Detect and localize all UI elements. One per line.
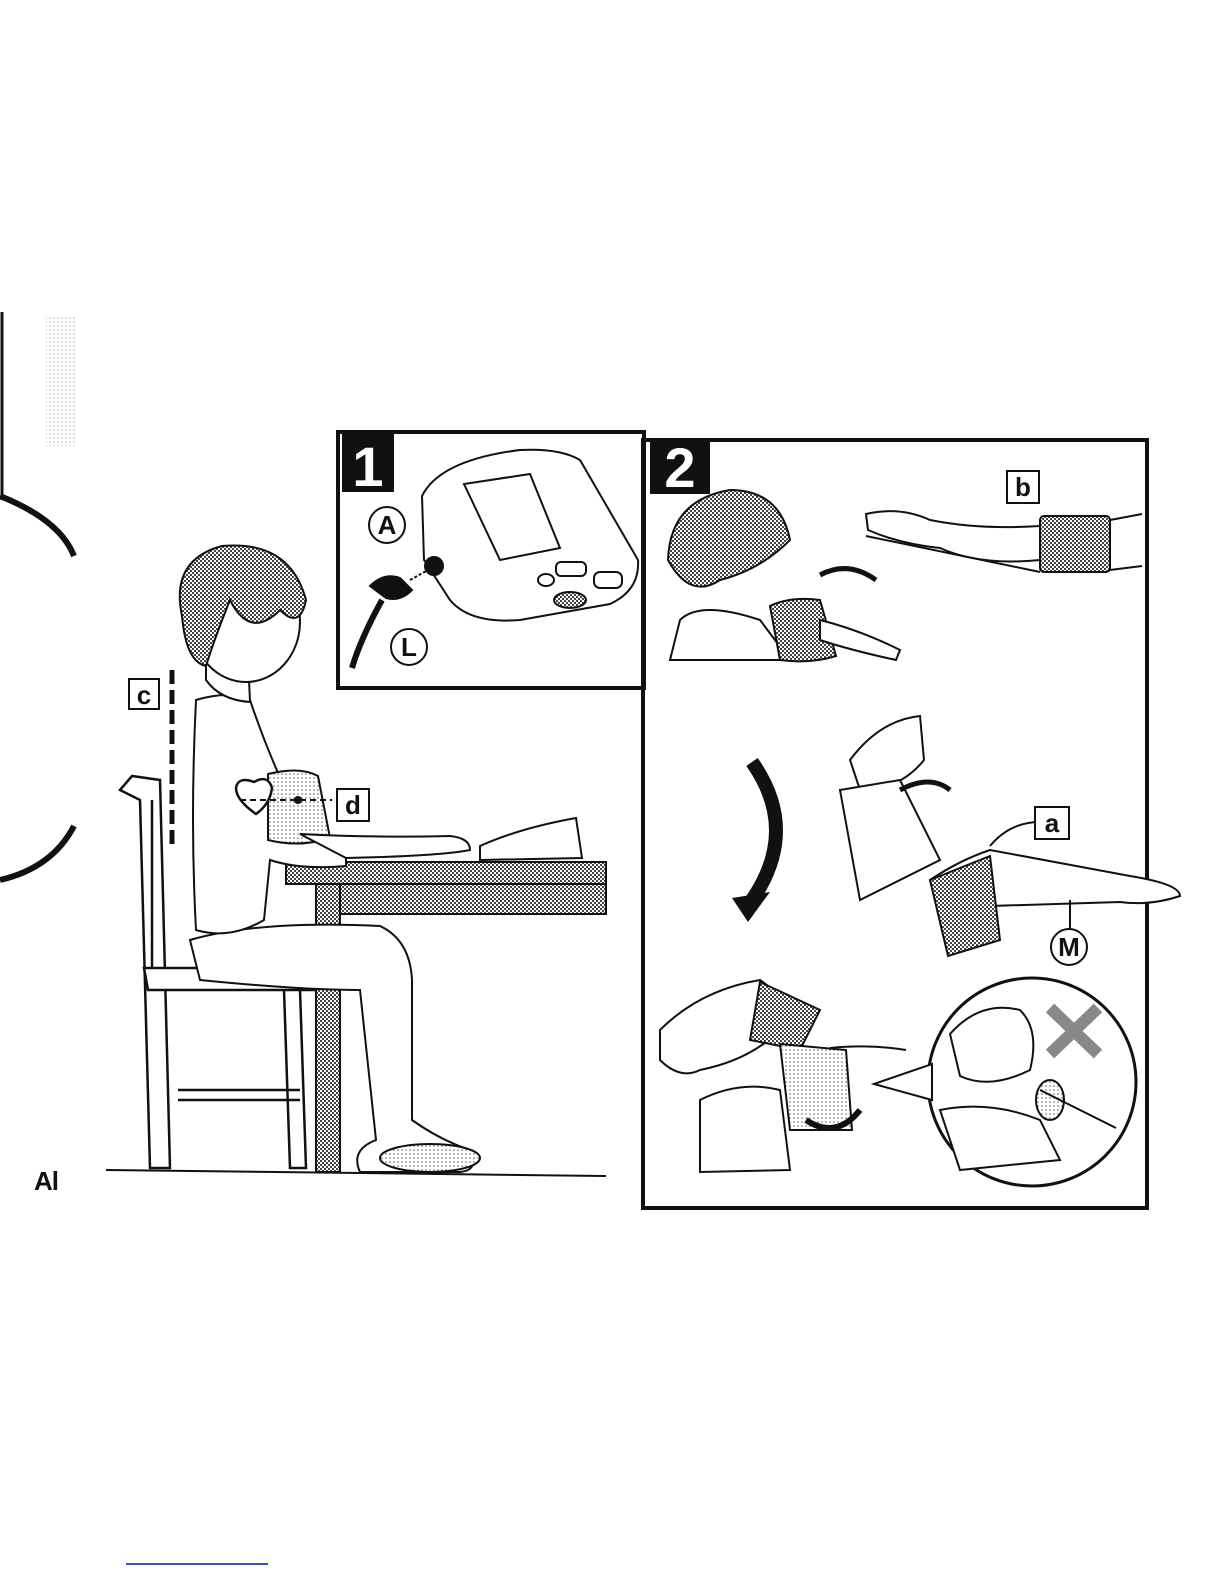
person-tightening-cuff bbox=[840, 716, 1180, 956]
person-applying-cuff bbox=[668, 490, 900, 661]
callout-cable: L bbox=[390, 628, 428, 666]
callout-arm: b bbox=[1006, 470, 1040, 504]
panel-2 bbox=[643, 440, 1180, 1208]
callout-plug: A bbox=[368, 506, 406, 544]
callout-marker: M bbox=[1050, 928, 1088, 966]
footer-rule bbox=[126, 1563, 268, 1565]
page-label: Al bbox=[34, 1166, 58, 1197]
step-number-1: 1 bbox=[342, 434, 394, 492]
binding-arc-lower bbox=[0, 826, 74, 880]
binding-arc bbox=[0, 496, 74, 556]
callout-heart-level: d bbox=[336, 788, 370, 822]
wrong-example-inset bbox=[874, 978, 1136, 1186]
person-final-step bbox=[660, 980, 906, 1172]
arm-with-cuff-illustration bbox=[866, 511, 1142, 572]
callout-tube: a bbox=[1034, 806, 1070, 840]
step-number-2: 2 bbox=[650, 442, 710, 494]
sequence-arrow bbox=[752, 762, 776, 900]
table bbox=[286, 862, 606, 1172]
callout-back: c bbox=[128, 678, 160, 710]
scan-noise bbox=[46, 316, 76, 446]
